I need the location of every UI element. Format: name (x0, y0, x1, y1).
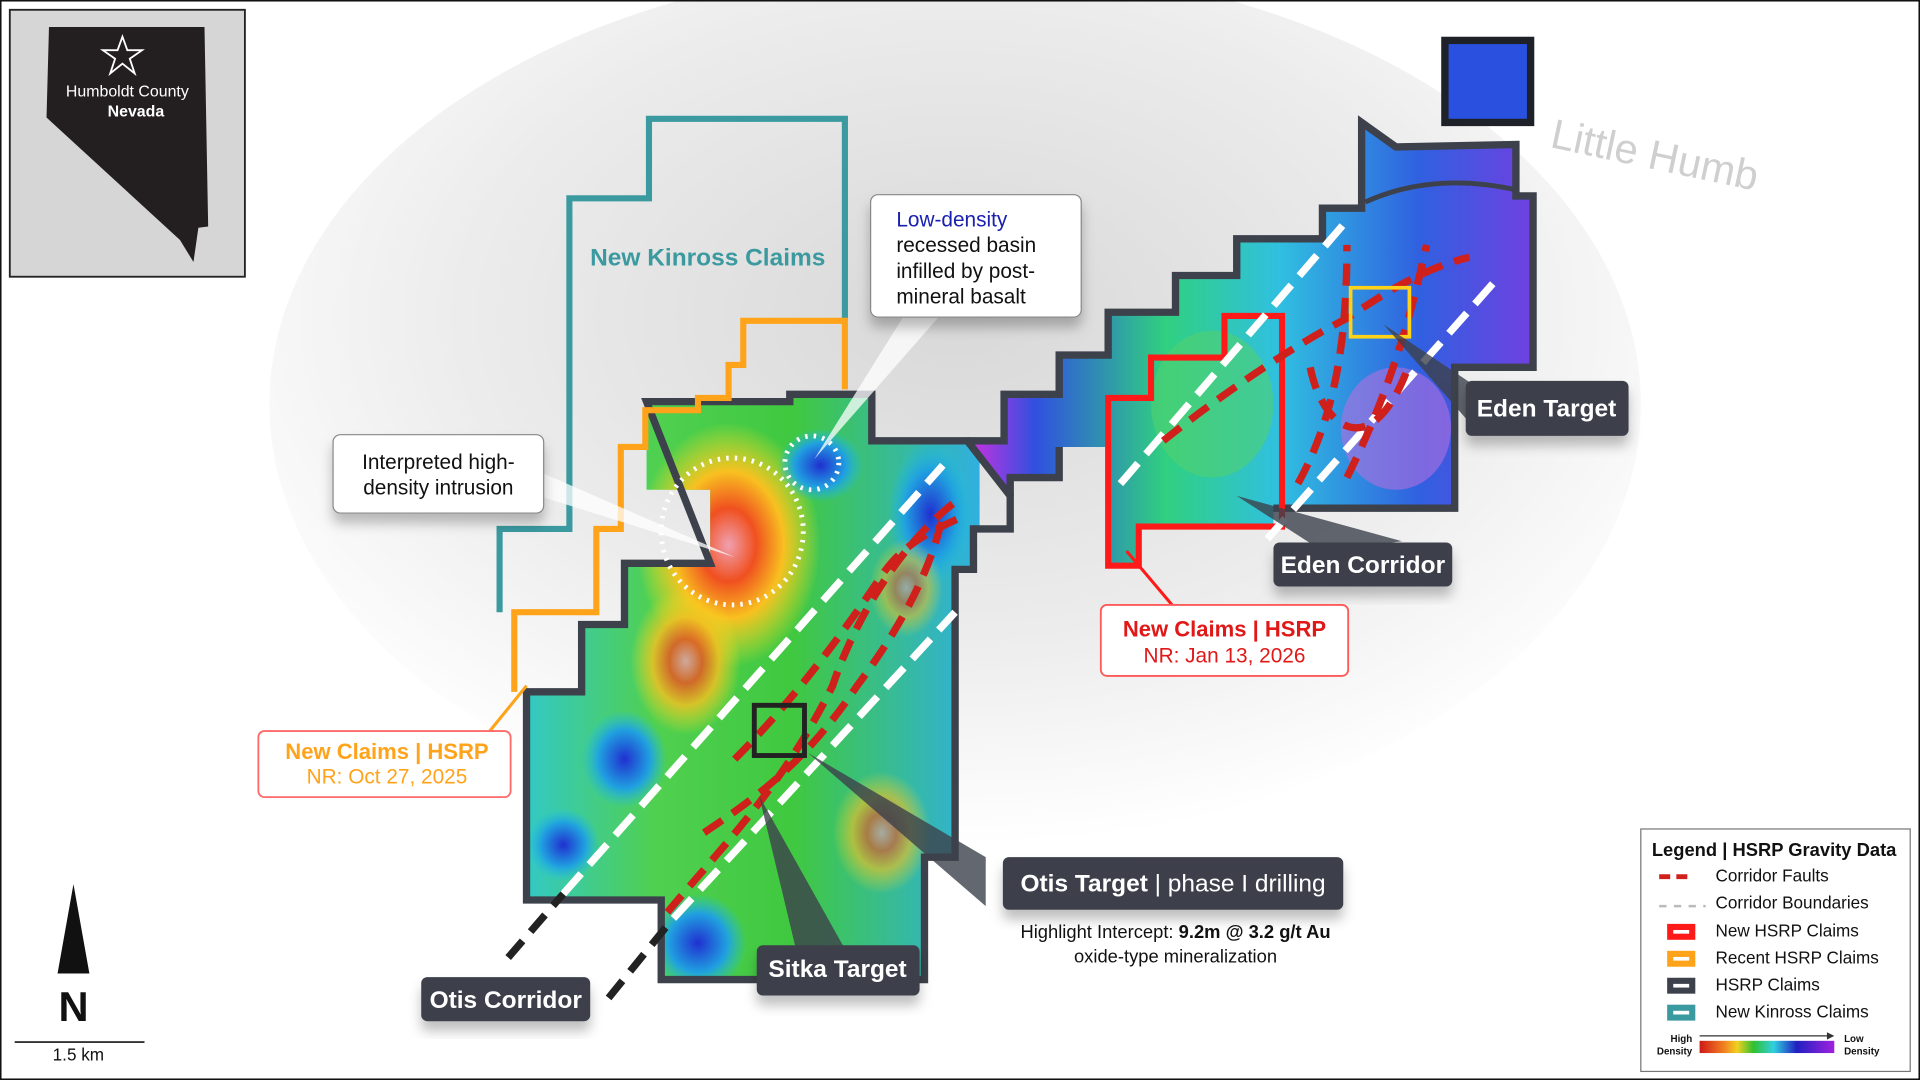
otis-target-label: Otis Target | phase I drilling (1002, 857, 1344, 910)
nevada-shape (46, 26, 209, 263)
legend-arrowhead-icon (1826, 1032, 1835, 1040)
kinross-label: New Kinross Claims (590, 245, 825, 272)
new-claims-jan-date: NR: Jan 13, 2026 (1144, 644, 1306, 667)
legend-hsrp-claims-icon (1667, 977, 1696, 994)
scale-label: 1.5 km (53, 1044, 104, 1064)
legend-kinross-claims-icon (1667, 1004, 1696, 1021)
low-density-line-1: recessed basin (896, 234, 1036, 257)
new-hsrp-claims (1105, 312, 1286, 569)
star-icon (99, 34, 145, 77)
gravity-low-east (1340, 367, 1452, 490)
inset-county: Humboldt County (66, 84, 189, 101)
hsrp-claim-ne (1441, 36, 1535, 127)
legend-label-recent: Recent HSRP Claims (1716, 948, 1879, 968)
eden-target-box (1348, 285, 1412, 339)
sitka-target-text: Sitka Target (768, 956, 906, 983)
highlight-prefix: Highlight Intercept: (1020, 921, 1178, 942)
new-claims-oct-callout (257, 730, 512, 799)
highlight-line-2: oxide-type mineralization (1074, 945, 1277, 966)
highlight-intercept: Highlight Intercept: 9.2m @ 3.2 g/t Au (1020, 921, 1330, 942)
intrusion-callout (332, 434, 545, 514)
new-claims-jan-callout (1099, 603, 1350, 677)
low-density-line-3: mineral basalt (896, 286, 1026, 309)
eden-target-text: Eden Target (1477, 395, 1617, 422)
otis-target-phase: | phase I drilling (1148, 870, 1326, 897)
legend-high-2: Density (1657, 1046, 1693, 1057)
otis-corridor-text: Otis Corridor (430, 987, 583, 1014)
otis-target-box (751, 702, 807, 758)
legend-low-2: Density (1844, 1046, 1880, 1057)
eden-corridor-text: Eden Corridor (1281, 552, 1446, 579)
corridor-boundaries (560, 218, 1503, 921)
legend-label-kinross: New Kinross Claims (1716, 1002, 1869, 1022)
north-label: N (58, 983, 88, 1030)
location-inset: Humboldt County Nevada (8, 8, 246, 278)
oct-claims-leader (488, 684, 528, 732)
low-density-callout (870, 194, 1082, 318)
low-density-line-2: infilled by post- (896, 260, 1035, 283)
basin-circle (782, 433, 842, 493)
sitka-target-label: Sitka Target (756, 945, 920, 996)
intrusion-circle (658, 455, 806, 608)
legend-new-claims-icon (1667, 923, 1696, 940)
legend-low-1: Low (1844, 1034, 1864, 1045)
otis-corridor-label: Otis Corridor (421, 977, 591, 1022)
gravity-high-east (1151, 330, 1274, 478)
corridor-faults (664, 244, 1471, 915)
highlight-value: 9.2m @ 3.2 g/t Au (1179, 921, 1331, 942)
new-claims-jan-title: New Claims | HSRP (1123, 617, 1326, 642)
legend-recent-claims-icon (1667, 950, 1696, 967)
legend-label-hsrp: HSRP Claims (1716, 975, 1820, 995)
eden-target-label: Eden Target (1465, 380, 1629, 436)
low-density-title: Low-density (896, 209, 1008, 232)
legend-high-1: High (1671, 1034, 1693, 1045)
legend-title: Legend | HSRP Gravity Data (1652, 839, 1897, 860)
eden-corridor-label: Eden Corridor (1273, 542, 1453, 587)
new-claims-oct-date: NR: Oct 27, 2025 (307, 766, 468, 789)
north-arrow-icon (57, 884, 90, 974)
intrusion-line-2: density intrusion (363, 477, 513, 500)
corridor-extension (505, 891, 674, 1001)
kinross-claims (496, 115, 848, 613)
legend-label-boundaries: Corridor Boundaries (1716, 893, 1869, 913)
inset-state: Nevada (108, 103, 165, 120)
intrusion-line-1: Interpreted high- (362, 451, 515, 474)
legend: Legend | HSRP Gravity Data Corridor Faul… (1640, 828, 1911, 1073)
legend-label-new: New HSRP Claims (1716, 921, 1859, 941)
recent-hsrp-claims (511, 317, 848, 692)
jan-claims-leader (1125, 550, 1175, 608)
otis-target-name: Otis Target (1021, 870, 1148, 897)
legend-color-ramp (1699, 1040, 1835, 1054)
otis-target-text: Otis Target | phase I drilling (1021, 870, 1326, 897)
new-claims-oct-title: New Claims | HSRP (285, 739, 488, 764)
legend-label-faults: Corridor Faults (1716, 866, 1829, 886)
